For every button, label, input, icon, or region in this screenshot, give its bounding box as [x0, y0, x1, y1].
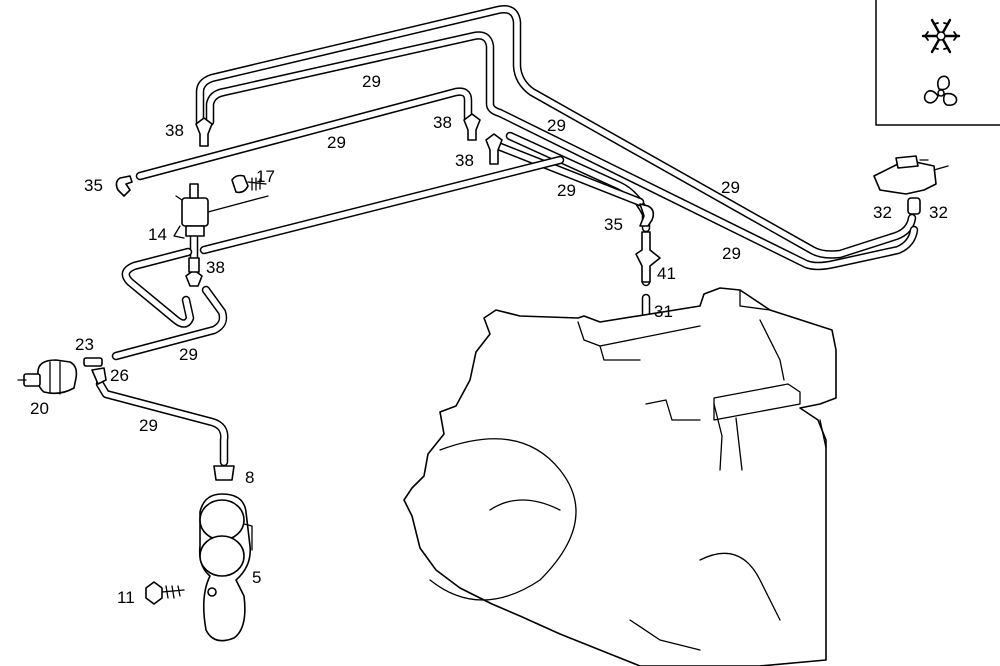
callout-29: 29 — [547, 116, 566, 135]
bracket-32 — [873, 155, 949, 195]
callout-8: 8 — [245, 468, 254, 487]
valve-14 — [173, 183, 269, 239]
callout-11: 11 — [117, 588, 135, 607]
callout-35: 35 — [84, 176, 103, 195]
callout-29: 29 — [179, 345, 198, 364]
callout-35: 35 — [604, 215, 623, 234]
callout-38: 38 — [206, 258, 225, 277]
callout-32: 32 — [873, 203, 892, 222]
snowflake-icon — [921, 18, 961, 54]
valve-20 — [17, 359, 78, 395]
callout-17: 17 — [256, 167, 275, 186]
screw-17 — [231, 174, 267, 194]
connector-35-right — [639, 203, 655, 227]
connector-41 — [635, 231, 661, 283]
callout-32: 32 — [929, 203, 948, 222]
callout-29: 29 — [327, 133, 346, 152]
connector-38-right — [485, 133, 503, 165]
cap-8 — [213, 465, 235, 481]
reservoir-5 — [198, 493, 253, 642]
fan-icon — [923, 75, 958, 106]
connector-32 — [907, 197, 921, 215]
callout-20: 20 — [30, 399, 49, 418]
callout-5: 5 — [252, 568, 261, 587]
connector-38-left — [195, 117, 213, 147]
connector-35-left — [115, 175, 133, 197]
connector-38-lower — [185, 257, 203, 287]
screw-11 — [145, 581, 185, 605]
callout-31: 31 — [654, 302, 673, 321]
callout-38: 38 — [165, 121, 184, 140]
callout-29: 29 — [362, 72, 381, 91]
connector-23 — [83, 357, 103, 367]
callout-38: 38 — [433, 113, 452, 132]
callout-29: 29 — [557, 181, 576, 200]
callout-26: 26 — [110, 366, 129, 385]
hose-network — [95, 5, 919, 467]
callout-29: 29 — [722, 244, 741, 263]
callout-41: 41 — [657, 264, 676, 283]
callout-29: 29 — [139, 416, 158, 435]
callout-29: 29 — [721, 178, 740, 197]
callout-23: 23 — [75, 335, 94, 354]
callout-14: 14 — [148, 225, 167, 244]
connector-26 — [91, 367, 107, 385]
connector-38-mid — [463, 113, 481, 141]
legend-box — [875, 0, 1000, 126]
callout-38: 38 — [455, 151, 474, 170]
engine-block — [403, 287, 837, 666]
callout-labels: 29 29 29 29 29 29 29 29 38 38 38 38 35 3… — [30, 72, 948, 607]
